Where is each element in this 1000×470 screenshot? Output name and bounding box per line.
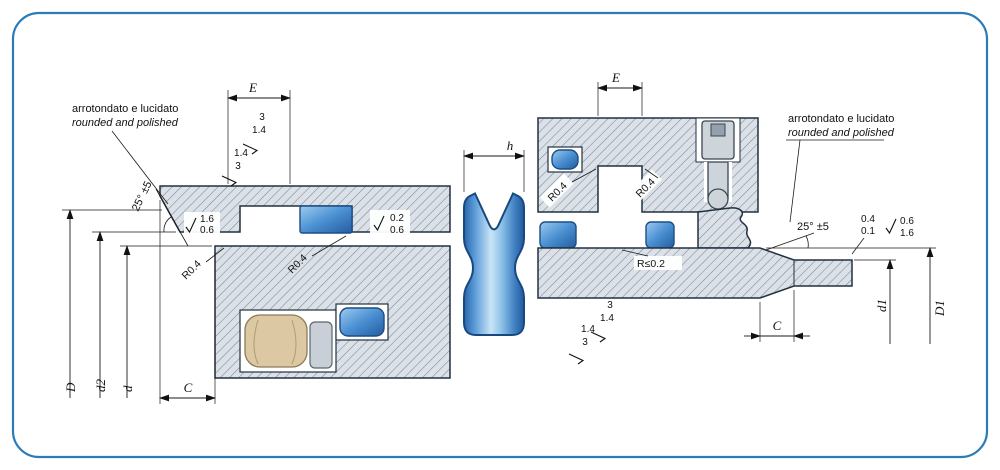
right-dim-d1: d1: [854, 259, 896, 344]
left-note: arrotondato e lucidato rounded and polis…: [72, 103, 179, 205]
left-bearing-ring: [244, 314, 308, 368]
right-roughness-flank-a: 3 1.4: [590, 300, 614, 343]
roughness-value: 1.4: [252, 125, 266, 136]
right-dim-D1: D1: [766, 247, 947, 344]
diameter-label: d2: [93, 379, 108, 393]
left-roughness-chamfer: 1.6 0.6: [184, 212, 220, 236]
right-gland-nose: [697, 207, 752, 249]
diameter-label: D1: [932, 300, 947, 317]
left-groove-seal: [299, 205, 353, 234]
angle-label: 25° ±5: [797, 221, 829, 233]
right-dim-C: C: [744, 290, 810, 342]
left-section-view: E 3 1.4 1.4 3 1.6 0.6 0.2 0.6: [62, 80, 451, 404]
surface-finish-icon: [242, 143, 259, 155]
left-roughness-flank-a: 3 1.4: [242, 112, 266, 155]
tolerance-value: 0.1: [861, 226, 875, 237]
roughness-value: 0.2: [390, 213, 404, 224]
note-line-english: rounded and polished: [788, 127, 895, 139]
left-bearing-detail: [253, 319, 297, 365]
profile-dim-h: h: [463, 138, 525, 192]
right-roughness-surface: 0.6 1.6: [885, 216, 914, 239]
surface-finish-icon: [221, 175, 238, 187]
roughness-value: 3: [582, 337, 588, 348]
roughness-value: 1.4: [600, 313, 614, 324]
note-line-italian: arrotondato e lucidato: [788, 113, 894, 125]
right-rod: [537, 247, 853, 299]
right-dim-E: E: [597, 70, 643, 116]
right-angle-annotation: 25° ±5: [765, 221, 829, 251]
roughness-value: 1.4: [581, 324, 595, 335]
right-seal-secondary: [645, 221, 675, 249]
right-dim-C-label: C: [773, 318, 782, 333]
left-dim-d2: d2: [92, 231, 176, 398]
surface-finish-icon: [185, 217, 197, 234]
seal-profile-view: h: [463, 138, 525, 336]
left-dim-d: d: [120, 245, 212, 398]
bolt-tip: [707, 188, 729, 210]
profile-dim-h-label: h: [507, 138, 514, 153]
left-support-ring: [309, 321, 333, 369]
roughness-value: 3: [259, 112, 265, 123]
right-dim-E-label: E: [611, 70, 620, 85]
note-line-english: rounded and polished: [72, 117, 179, 129]
diameter-label: D: [63, 382, 78, 393]
left-secondary-seal: [339, 307, 385, 337]
diameter-label: d: [120, 385, 135, 392]
right-seal-primary: [539, 221, 577, 249]
surface-finish-icon: [373, 215, 385, 232]
left-dim-D: D: [62, 209, 162, 398]
seal-cross-section: [463, 192, 525, 336]
radius-label: R≤0.2: [637, 258, 665, 270]
right-oring: [551, 149, 579, 170]
tolerance-value: 0.4: [861, 214, 875, 225]
left-dim-C-label: C: [184, 380, 193, 395]
roughness-value: 1.4: [234, 148, 248, 159]
left-roughness-flank-b: 1.4 3: [221, 148, 248, 187]
note-line-italian: arrotondato e lucidato: [72, 103, 178, 115]
right-chamfer-tolerance: 0.4 0.1: [851, 214, 875, 255]
roughness-value: 0.6: [900, 216, 914, 227]
roughness-value: 0.6: [390, 225, 404, 236]
surface-finish-icon: [568, 353, 585, 365]
roughness-value: 3: [235, 161, 241, 172]
roughness-value: 1.6: [200, 214, 214, 225]
left-dim-E-label: E: [248, 80, 257, 95]
right-note: arrotondato e lucidato rounded and polis…: [786, 113, 895, 223]
roughness-value: 3: [607, 300, 613, 311]
right-radius-max-label: R≤0.2: [621, 249, 682, 270]
bolt-head: [701, 120, 735, 160]
left-dim-E: E: [227, 80, 291, 184]
right-roughness-flank-b: 1.4 3: [568, 324, 595, 365]
roughness-value: 0.6: [200, 225, 214, 236]
bolt-socket: [710, 123, 726, 137]
left-roughness-groove: 0.2 0.6: [370, 210, 410, 236]
roughness-value: 1.6: [900, 228, 914, 239]
surface-finish-icon: [885, 218, 897, 235]
surface-finish-icon: [590, 331, 607, 343]
right-section-view: R0.4 R0.4 E arrotondato e lucidato round…: [537, 70, 947, 365]
left-dim-C: C: [159, 200, 216, 404]
diameter-label: d1: [874, 299, 889, 312]
